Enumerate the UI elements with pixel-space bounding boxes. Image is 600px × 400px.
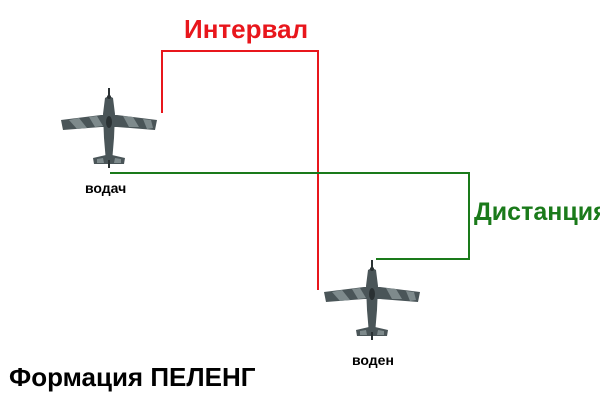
interval-line (161, 50, 319, 290)
distance-label: Дистанция (474, 198, 600, 226)
interval-label: Интервал (184, 14, 309, 44)
leader-label: водач (85, 180, 127, 196)
distance-line (110, 172, 470, 260)
wingman-aircraft-icon (324, 260, 420, 340)
formation-title: Формация ПЕЛЕНГ (9, 362, 256, 392)
leader-aircraft-icon (61, 88, 157, 168)
wingman-label: воден (352, 352, 394, 368)
